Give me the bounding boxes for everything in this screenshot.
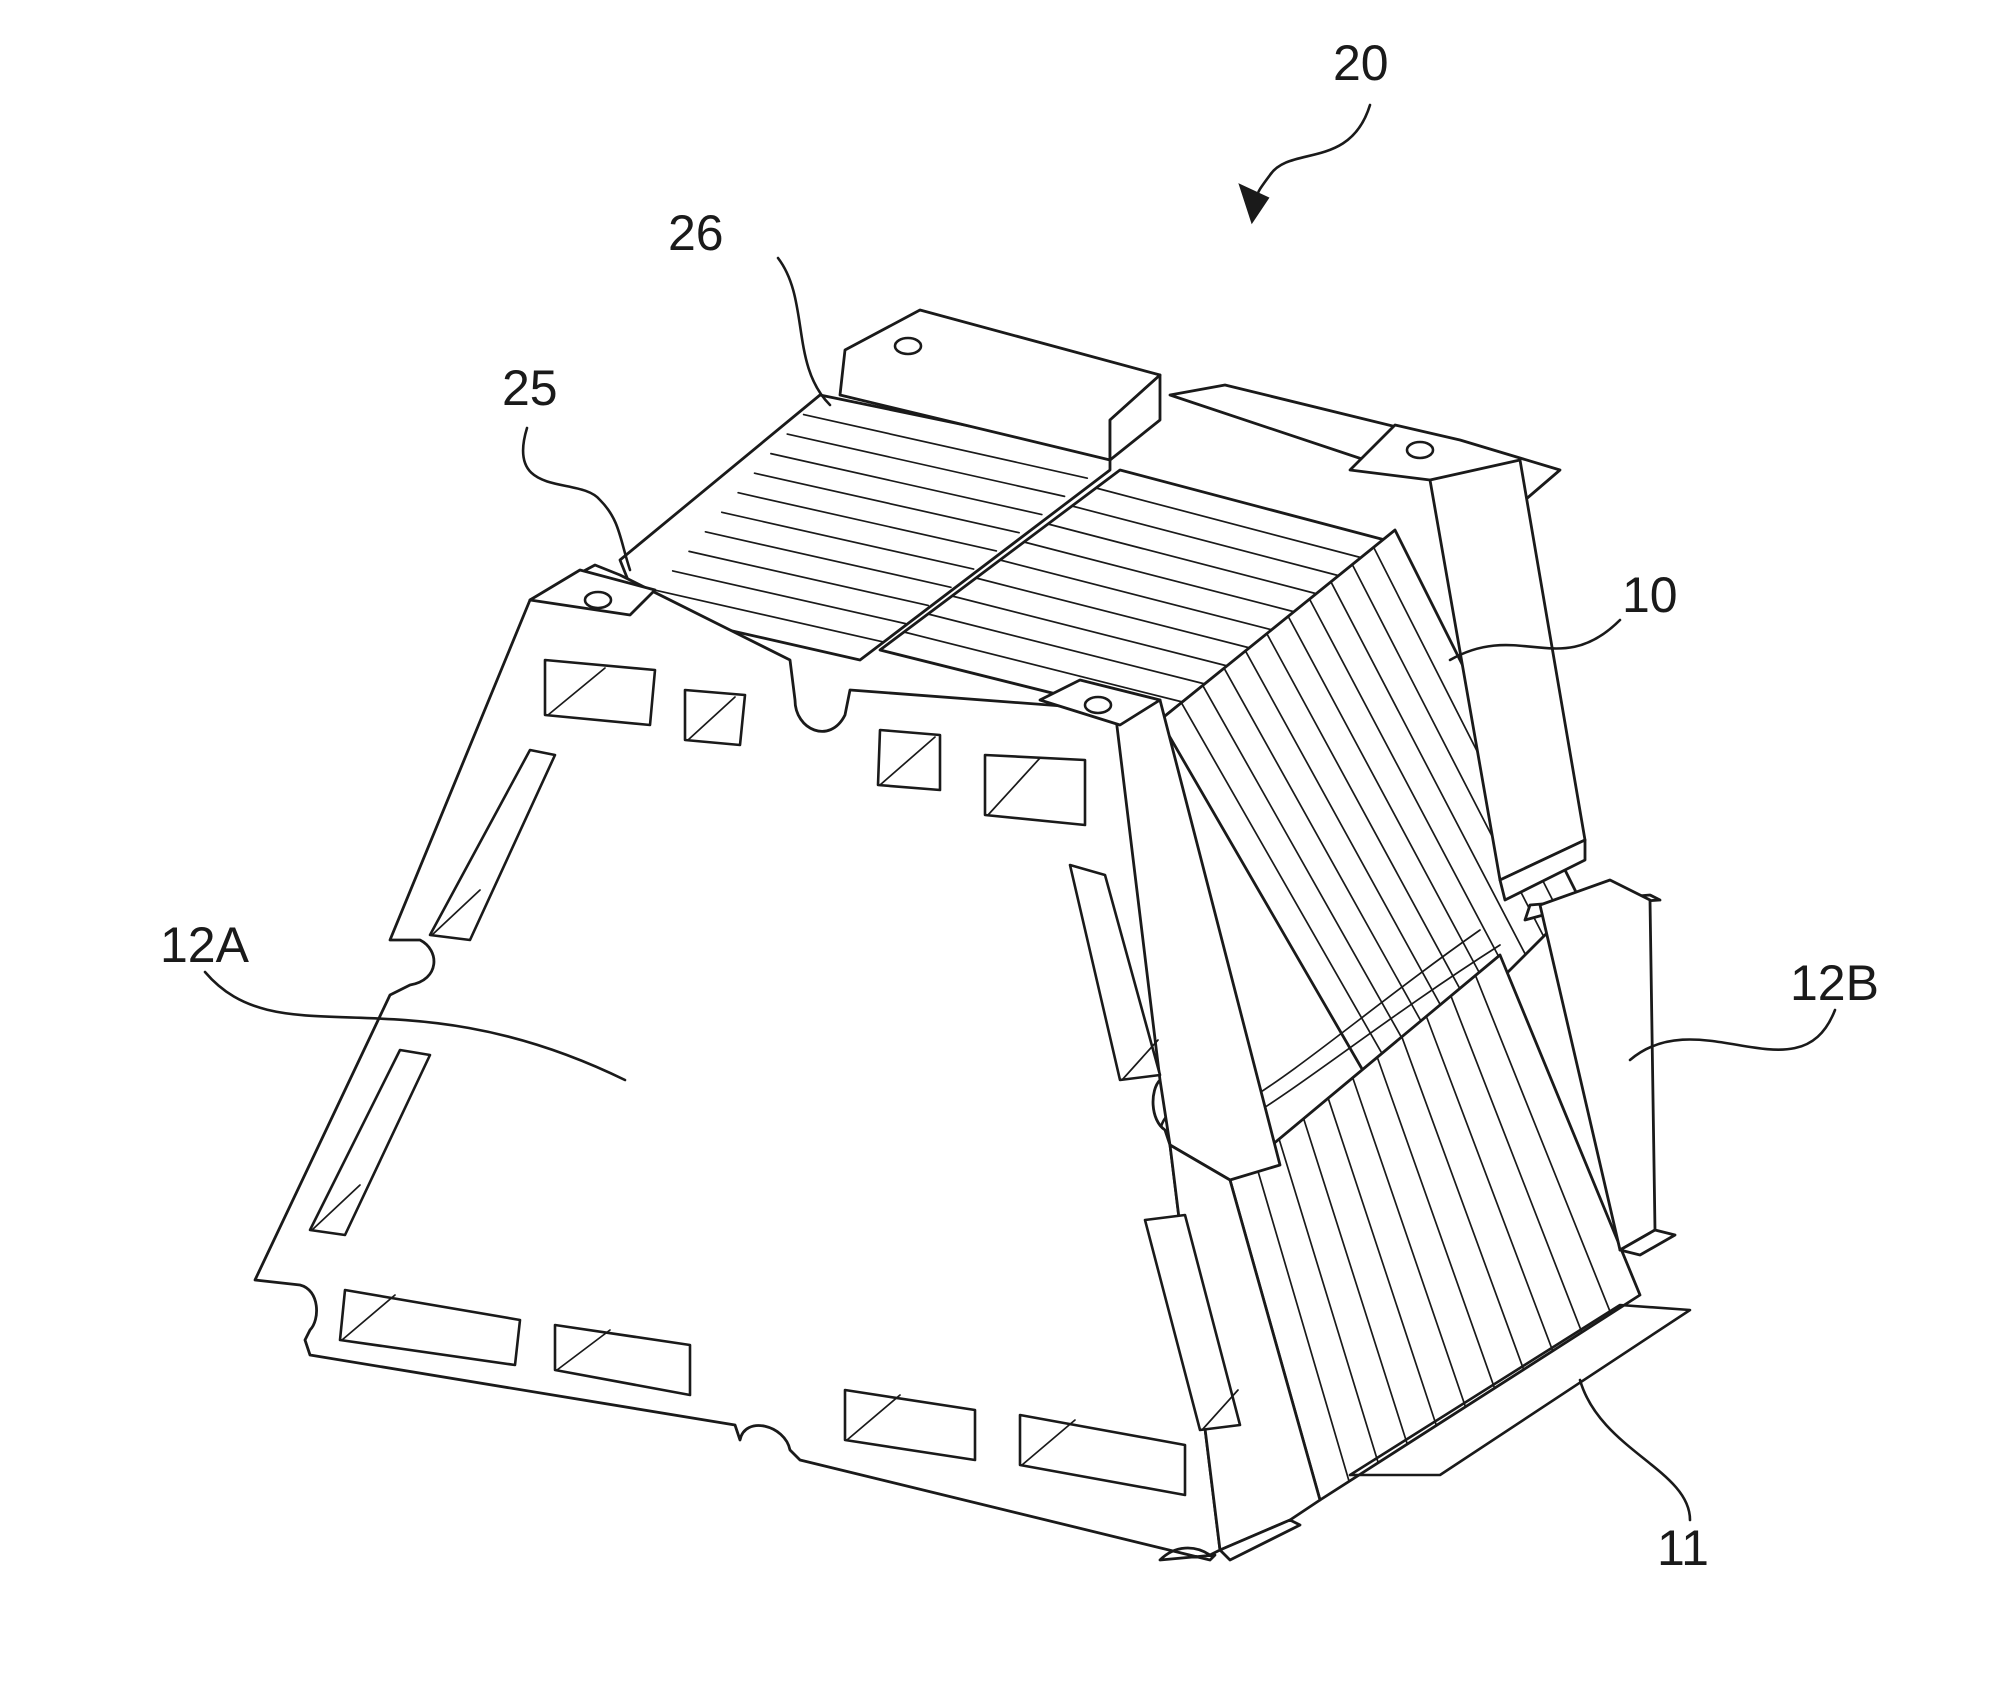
label-base: 11 [1657, 1520, 1709, 1576]
label-cell-stack: 10 [1622, 567, 1678, 623]
label-assembly: 20 [1333, 35, 1389, 91]
label-end-plate-back: 12B [1790, 955, 1879, 1011]
label-end-plate-front: 12A [160, 917, 250, 973]
label-top-edge: 25 [502, 360, 558, 416]
label-top-cells: 26 [668, 205, 724, 261]
